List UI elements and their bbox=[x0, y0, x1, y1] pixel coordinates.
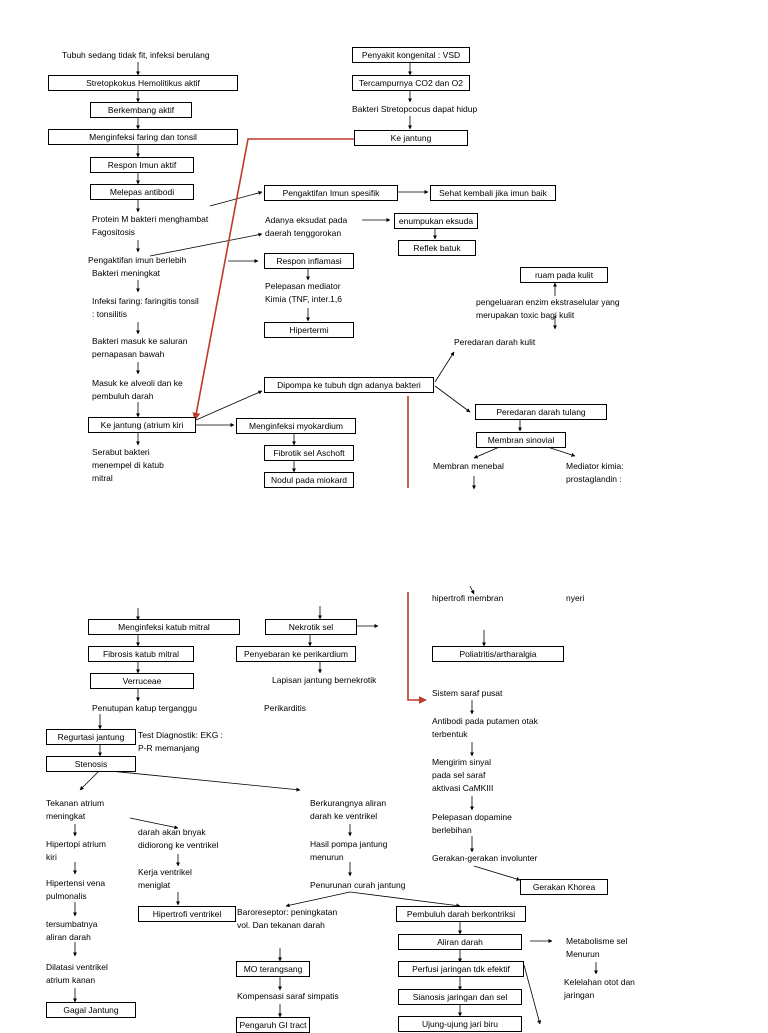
node-penyakit-kongenital: Penyakit kongenital : VSD bbox=[352, 47, 470, 63]
node-peredaran-darah-kulit: Peredaran darah kulit bbox=[454, 337, 536, 347]
node-gagal-jantung: Gagal Jantung bbox=[46, 1002, 136, 1018]
node-berkurangnya-aliran: Berkurangnya aliran darah ke ventrikel bbox=[310, 798, 387, 821]
node-stenosis: Stenosis bbox=[46, 756, 136, 772]
node-tubuh: Tubuh sedang tidak fit, infeksi berulang bbox=[62, 50, 210, 60]
node-verruceae: Verruceae bbox=[90, 673, 194, 689]
node-membran-sinovial: Membran sinovial bbox=[476, 432, 566, 448]
node-kelelahan-otot: Kelelahan otot dan jaringan bbox=[564, 977, 635, 1000]
node-pembuluh-darah: Pembuluh darah berkontriksi bbox=[396, 906, 526, 922]
node-gerakan-khorea: Gerakan Khorea bbox=[520, 879, 608, 895]
node-dipompa: Dipompa ke tubuh dgn adanya bakteri bbox=[264, 377, 434, 393]
node-regurtasi-jantung: Regurtasi jantung bbox=[46, 729, 136, 745]
node-kerja-ventrikel: Kerja ventrikel meniglat bbox=[138, 867, 192, 890]
node-penutupan-katup: Penutupan katup terganggu bbox=[92, 703, 197, 713]
node-melepas-antibodi: Melepas antibodi bbox=[90, 184, 194, 200]
node-penumpukan-eksudat: enumpukan eksuda bbox=[394, 213, 478, 229]
node-mengirim-sinyal: Mengirim sinyal pada sel saraf aktivasi … bbox=[432, 757, 494, 793]
node-ke-jantung: Ke jantung bbox=[354, 130, 468, 146]
node-gerakan-involunter: Gerakan-gerakan involunter bbox=[432, 853, 538, 863]
node-metabolisme-sel: Metabolisme sel Menurun bbox=[566, 936, 628, 959]
node-pengaktifan-imun-spesifik: Pengaktifan Imun spesifik bbox=[264, 185, 398, 201]
node-dilatasi-ventrikel: Dilatasi ventrikel atrium kanan bbox=[46, 962, 108, 985]
node-ke-jantung-atrium: Ke jantung (atrium kiri bbox=[88, 417, 196, 433]
node-sehat-kembali: Sehat kembali jika imun baik bbox=[430, 185, 556, 201]
node-antibodi-putamen: Antibodi pada putamen otak terbentuk bbox=[432, 716, 538, 739]
node-penyebaran-perikardium: Penyebaran ke perikardium bbox=[236, 646, 356, 662]
node-hipertensi-vena: Hipertensi vena pulmonalis bbox=[46, 878, 106, 901]
node-bakteri-streptococus: Bakteri Stretopcocus dapat hidup bbox=[352, 104, 478, 114]
node-perfusi-jaringan: Perfusi jaringan tdk efektif bbox=[398, 961, 524, 977]
node-fibrotik-sel-aschoft: Fibrotik sel Aschoft bbox=[264, 445, 354, 461]
node-penurunan-curah: Penurunan curah jantung bbox=[310, 880, 406, 890]
node-tercampurnya: Tercampurnya CO2 dan O2 bbox=[352, 75, 470, 91]
node-menginfeksi-myokardium: Menginfeksi myokardium bbox=[236, 418, 356, 434]
node-sianosis: Sianosis jaringan dan sel bbox=[398, 989, 522, 1005]
node-infeksi-faring: Infeksi faring: faringitis tonsil : tons… bbox=[92, 296, 199, 319]
node-hipertrofi-membran: hipertrofi membran bbox=[432, 593, 504, 603]
node-fibrosis-katub-mitral: Fibrosis katub mitral bbox=[88, 646, 194, 662]
node-menginfeksi-katub-mitral: Menginfeksi katub mitral bbox=[88, 619, 240, 635]
node-poliatritis: Poliatritis/artharalgia bbox=[432, 646, 564, 662]
node-pelepasan-mediator: Pelepasan mediator Kimia (TNF, inter.1,6 bbox=[265, 281, 342, 304]
node-respon-inflamasi: Respon inflamasi bbox=[264, 253, 354, 269]
node-nyeri: nyeri bbox=[566, 593, 585, 603]
node-membran-menebal: Membran menebal bbox=[433, 461, 504, 471]
node-stretopkokus: Stretopkokus Hemolitikus aktif bbox=[48, 75, 238, 91]
node-menginfeksi-faring: Menginfeksi faring dan tonsil bbox=[48, 129, 238, 145]
node-reflek-batuk: Reflek batuk bbox=[398, 240, 476, 256]
node-nekrotik-sel: Nekrotik sel bbox=[265, 619, 357, 635]
node-nodul-miokard: Nodul pada miokard bbox=[264, 472, 354, 488]
node-ujung-jari: Ujung-ujung jari biru bbox=[398, 1016, 522, 1032]
node-protein-m: Protein M bakteri menghambat Fagositosis bbox=[92, 214, 209, 237]
node-mediator-kimia: Mediator kimia: prostaglandin : bbox=[566, 461, 624, 484]
node-ruam-kulit: ruam pada kulit bbox=[520, 267, 608, 283]
node-aliran-darah: Aliran darah bbox=[398, 934, 522, 950]
node-masuk-alveoli: Masuk ke alveoli dan ke pembuluh darah bbox=[92, 378, 183, 401]
node-baroreseptor: Baroreseptor: peningkatan vol. Dan tekan… bbox=[237, 907, 338, 930]
node-pengaruh-gi: Pengaruh GI tract bbox=[236, 1017, 310, 1033]
node-sistem-saraf-pusat: Sistem saraf pusat bbox=[432, 688, 503, 698]
node-serabut-bakteri: Serabut bakteri menempel di katub mitral bbox=[92, 447, 164, 483]
node-pelepasan-dopamine: Pelepasan dopamine berlebihan bbox=[432, 812, 512, 835]
node-adanya-eksudat: Adanya eksudat pada daerah tenggorokan bbox=[265, 215, 348, 238]
node-peredaran-darah-tulang: Peredaran darah tulang bbox=[475, 404, 607, 420]
node-hasil-pompa: Hasil pompa jantung menurun bbox=[310, 839, 388, 862]
node-pengeluaran-enzim: pengeluaran enzim ekstraselular yang mer… bbox=[476, 297, 620, 320]
node-bakteri-masuk: Bakteri masuk ke saluran pernapasan bawa… bbox=[92, 336, 188, 359]
node-pengaktifan-imun-berlebih: Pengaktifan imun berlebih bbox=[88, 255, 187, 265]
node-tekanan-atrium: Tekanan atrium meningkat bbox=[46, 798, 105, 821]
node-hipertrofi-ventrikel: Hipertrofi ventrikel bbox=[138, 906, 236, 922]
node-perikarditis: Perikarditis bbox=[264, 703, 307, 713]
node-test-diagnostik: Test Diagnostik: EKG : P-R memanjang bbox=[138, 730, 224, 753]
node-tersumbatnya: tersumbatnya aliran darah bbox=[46, 919, 98, 942]
node-mo-terangsang: MO terangsang bbox=[236, 961, 310, 977]
node-hipertropi-atrium: Hipertopi atrium kiri bbox=[46, 839, 106, 862]
node-berkembang: Berkembang aktif bbox=[90, 102, 192, 118]
node-hipertermi: Hipertermi bbox=[264, 322, 354, 338]
node-bakteri-meningkat: Bakteri meningkat bbox=[92, 268, 161, 278]
node-lapisan-jantung: Lapisan jantung bernekrotik bbox=[272, 675, 377, 685]
node-kompensasi-saraf: Kompensasi saraf simpatis bbox=[237, 991, 339, 1001]
node-darah-banyak: darah akan bnyak didiorong ke ventrikel bbox=[138, 827, 219, 850]
node-respon-imun: Respon Imun aktif bbox=[90, 157, 194, 173]
